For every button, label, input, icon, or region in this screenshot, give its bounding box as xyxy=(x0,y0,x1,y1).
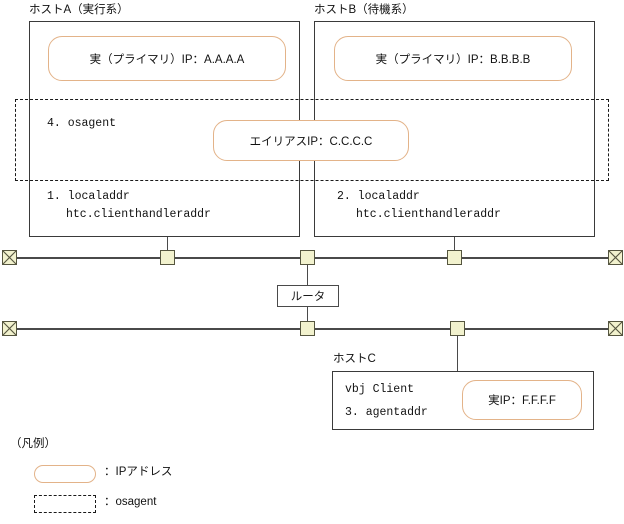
host-a-primary-ip-label: 実（プライマリ）IP：A.A.A.A xyxy=(89,53,245,66)
alias-ip-label: エイリアスIP：C.C.C.C xyxy=(249,135,373,148)
host-a-title: ホストA（実行系） xyxy=(29,4,129,16)
terminator-top-right xyxy=(608,250,623,265)
host-c-real-ip-pill: 実IP：F.F.F.F xyxy=(462,380,582,420)
host-b-localaddr-line1: 2. localaddr xyxy=(337,190,420,203)
tap-host-a xyxy=(160,250,175,265)
terminator-bottom-left xyxy=(2,321,17,336)
alias-ip-pill: エイリアスIP：C.C.C.C xyxy=(213,120,409,161)
legend-osagent-dash-swatch xyxy=(34,495,96,513)
tap-host-c xyxy=(450,321,465,336)
host-b-primary-ip-label: 実（プライマリ）IP：B.B.B.B xyxy=(375,53,531,66)
host-a-localaddr-line2: htc.clienthandleraddr xyxy=(66,208,211,221)
host-a-localaddr-line1: 1. localaddr xyxy=(47,190,130,203)
host-c-uplink xyxy=(457,328,459,372)
host-b-title: ホストB（待機系） xyxy=(314,4,414,16)
terminator-bottom-right xyxy=(608,321,623,336)
host-a-downlink xyxy=(167,237,169,258)
host-c-agentaddr-label: 3. agentaddr xyxy=(345,406,428,419)
router-box: ルータ xyxy=(277,285,339,307)
host-b-localaddr-line2: htc.clienthandleraddr xyxy=(356,208,501,221)
legend-ip-pill-swatch xyxy=(34,465,96,483)
legend-osagent-label: ：osagent xyxy=(104,496,157,508)
router-label: ルータ xyxy=(290,291,326,303)
terminator-x-icon xyxy=(609,251,622,264)
host-c-real-ip-label: 実IP：F.F.F.F xyxy=(488,395,556,407)
tap-host-b xyxy=(447,250,462,265)
host-a-osagent-label: 4. osagent xyxy=(47,117,117,130)
host-a-primary-ip-pill: 実（プライマリ）IP：A.A.A.A xyxy=(48,36,286,81)
legend-ip-label: ：IPアドレス xyxy=(104,466,173,478)
host-c-title: ホストC xyxy=(333,353,376,365)
host-c-client-label: vbj Client xyxy=(345,383,415,396)
tap-router-top xyxy=(300,250,315,265)
terminator-top-left xyxy=(2,250,17,265)
terminator-x-icon xyxy=(609,322,622,335)
host-b-downlink xyxy=(454,237,456,258)
router-uplink xyxy=(307,257,309,286)
router-downlink xyxy=(307,306,309,329)
tap-router-bottom xyxy=(300,321,315,336)
host-b-primary-ip-pill: 実（プライマリ）IP：B.B.B.B xyxy=(334,36,572,81)
terminator-x-icon xyxy=(3,251,16,264)
terminator-x-icon xyxy=(3,322,16,335)
host-c-box xyxy=(332,371,594,430)
osagent-dashed-band xyxy=(15,99,609,181)
legend-title: （凡例） xyxy=(10,438,56,450)
